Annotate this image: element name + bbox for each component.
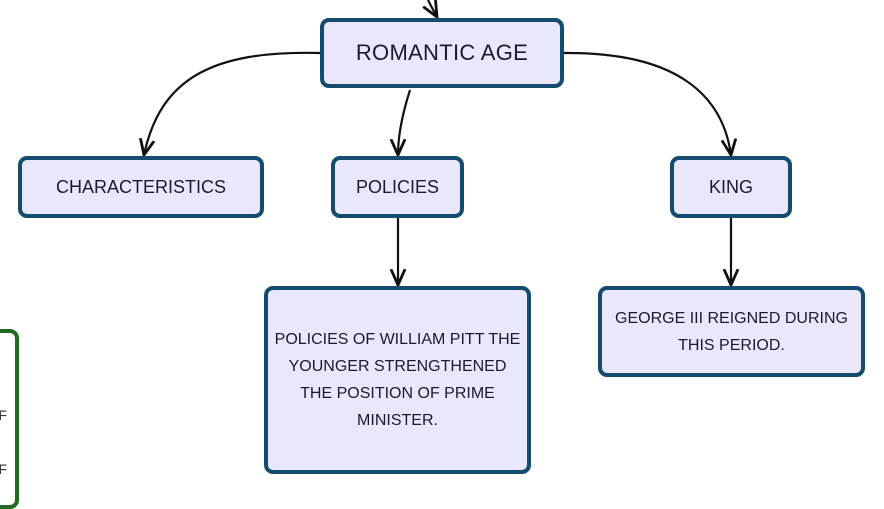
- node-policies[interactable]: POLICIES: [331, 156, 464, 218]
- connectors: [0, 0, 884, 494]
- node-policies-detail-label: POLICIES OF WILLIAM PITT THE YOUNGER STR…: [274, 331, 521, 429]
- node-king-label: KING: [708, 176, 753, 197]
- node-policies-label: POLICIES: [355, 176, 440, 197]
- node-characteristics-label: CHARACTERISTICS: [55, 176, 226, 197]
- node-king-detail[interactable]: GEORGE III REIGNED DURING THIS PERIOD.: [598, 286, 865, 377]
- incoming-connector: [428, 0, 437, 17]
- connector-root-characteristics: [144, 51, 321, 155]
- partial-node-text-1: F: [0, 407, 7, 423]
- node-romantic-age[interactable]: ROMANTIC AGE: [320, 18, 564, 88]
- node-king-detail-label: GEORGE III REIGNED DURING THIS PERIOD.: [615, 309, 848, 354]
- node-characteristics[interactable]: CHARACTERISTICS: [18, 156, 264, 218]
- connector-root-king: [563, 51, 731, 155]
- node-romantic-age-label: ROMANTIC AGE: [355, 40, 529, 65]
- node-king[interactable]: KING: [670, 156, 792, 218]
- partial-node-left[interactable]: F F: [0, 329, 19, 509]
- connector-root-policies: [398, 89, 412, 155]
- partial-node-text-2: F: [0, 461, 7, 477]
- node-policies-detail[interactable]: POLICIES OF WILLIAM PITT THE YOUNGER STR…: [264, 286, 531, 474]
